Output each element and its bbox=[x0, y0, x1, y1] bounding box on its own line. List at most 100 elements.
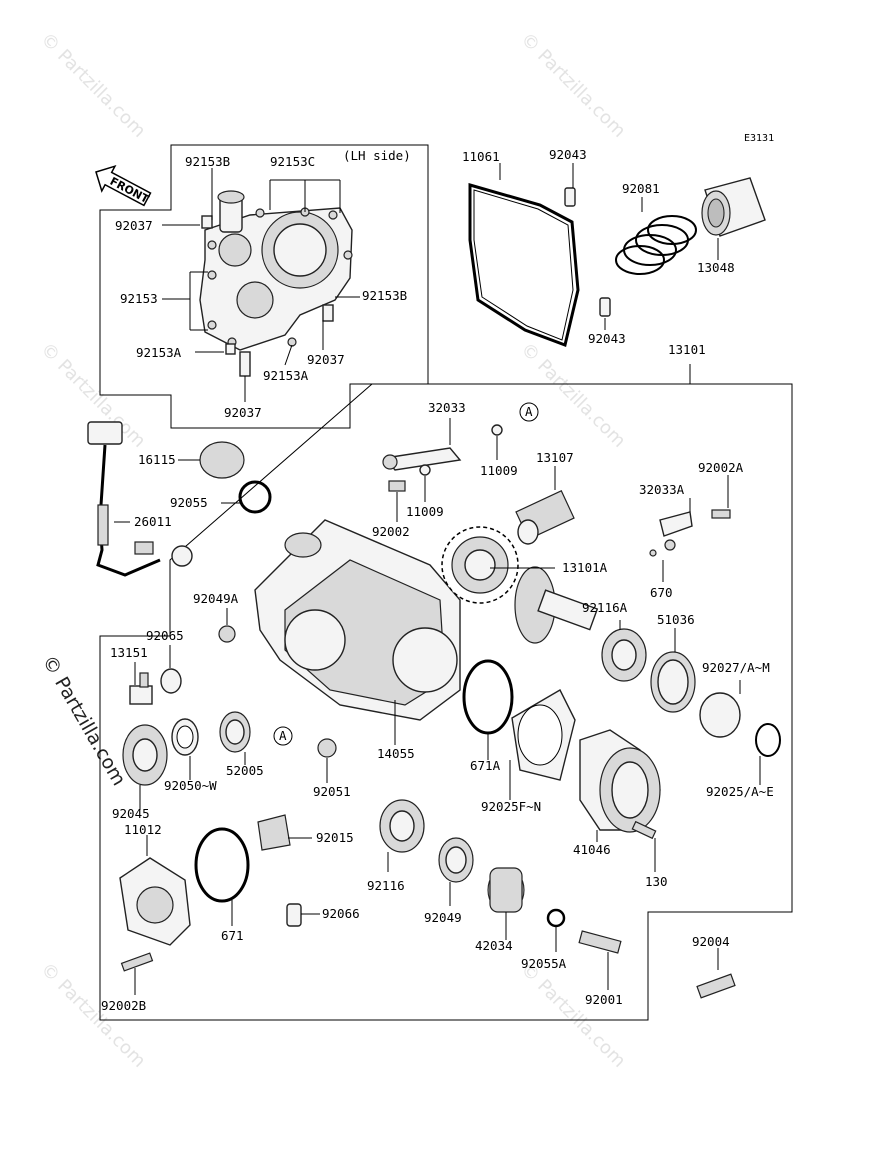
side-watermark: © Partzilla.com bbox=[38, 652, 130, 790]
watermark: © Partzilla.com bbox=[36, 29, 149, 142]
label-11009: 11009 bbox=[406, 504, 444, 519]
watermark: © Partzilla.com bbox=[516, 29, 629, 142]
bearing-92116 bbox=[379, 799, 425, 853]
label-92037: 92037 bbox=[115, 218, 153, 233]
label-92065: 92065 bbox=[146, 628, 184, 643]
shim-92027 bbox=[699, 692, 741, 738]
fitting-92004 bbox=[696, 973, 736, 999]
label-92050: 92050~W bbox=[164, 778, 217, 793]
label-92043: 92043 bbox=[549, 147, 587, 162]
label-11009: 11009 bbox=[480, 463, 518, 478]
cover-11012 bbox=[119, 857, 191, 946]
driven-gear bbox=[441, 526, 519, 604]
bearing-92116A bbox=[601, 628, 647, 682]
label-92002A: 92002A bbox=[698, 460, 744, 475]
part-labels: 92153B 92153C 92037 92153 92153B 92153A … bbox=[101, 147, 774, 1013]
coupling-42034 bbox=[487, 867, 525, 913]
bolt-92002B bbox=[120, 952, 154, 972]
breather-92001 bbox=[578, 930, 622, 954]
label-13151: 13151 bbox=[110, 645, 148, 660]
sensor-13151 bbox=[129, 672, 153, 705]
callout-a-top: A bbox=[519, 402, 539, 422]
sensor-cap bbox=[199, 441, 245, 479]
bolt-92002 bbox=[388, 480, 406, 492]
label-92081: 92081 bbox=[622, 181, 660, 196]
label-92066: 92066 bbox=[322, 906, 360, 921]
lock-plate bbox=[649, 509, 731, 557]
washer-11009 bbox=[419, 464, 431, 476]
label-16115: 16115 bbox=[138, 452, 176, 467]
label-13107: 13107 bbox=[536, 450, 574, 465]
label-51036: 51036 bbox=[657, 612, 695, 627]
lh-leader-lines bbox=[162, 168, 360, 402]
watermark: © Partzilla.com bbox=[516, 959, 629, 1072]
gasket-92025F bbox=[511, 689, 576, 781]
label-92015: 92015 bbox=[316, 830, 354, 845]
cap-92049A bbox=[218, 625, 236, 643]
label-92002: 92002 bbox=[372, 524, 410, 539]
shift-rod bbox=[382, 447, 462, 471]
label-26011: 26011 bbox=[134, 514, 172, 529]
label-92153: 92153 bbox=[120, 291, 158, 306]
seal-92049 bbox=[438, 837, 474, 883]
callout-a-label: A bbox=[279, 728, 287, 743]
oil-seal-52005 bbox=[219, 711, 251, 753]
callout-a-bottom: A bbox=[273, 726, 293, 746]
label-92045: 92045 bbox=[112, 806, 150, 821]
label-92027: 92027/A~M bbox=[702, 660, 770, 675]
speed-sensor-wiring bbox=[87, 421, 193, 577]
shim-92025 bbox=[755, 723, 781, 757]
diagram-code: E3131 bbox=[744, 133, 774, 144]
label-92153C: 92153C bbox=[270, 154, 315, 169]
label-92055: 92055 bbox=[170, 495, 208, 510]
washer-92065 bbox=[160, 668, 182, 694]
lh-side-cover bbox=[199, 190, 353, 377]
label-42034: 42034 bbox=[475, 938, 513, 953]
watermark: © Partzilla.com bbox=[516, 339, 629, 452]
o-ring-671A bbox=[462, 659, 514, 735]
label-92116A: 92116A bbox=[582, 600, 628, 615]
label-13101A: 13101A bbox=[562, 560, 608, 575]
label-13101: 13101 bbox=[668, 342, 706, 357]
callout-a-label: A bbox=[525, 404, 533, 419]
bolt-130 bbox=[631, 820, 657, 840]
label-671A: 671A bbox=[470, 758, 501, 773]
label-11012: 11012 bbox=[124, 822, 162, 837]
label-670: 670 bbox=[650, 585, 673, 600]
dowel-pin bbox=[564, 187, 576, 207]
label-32033: 32033 bbox=[428, 400, 466, 415]
bearing-92045 bbox=[122, 724, 168, 786]
label-92116: 92116 bbox=[367, 878, 405, 893]
label-14055: 14055 bbox=[377, 746, 415, 761]
lh-side-inset-box bbox=[99, 144, 429, 429]
label-92025FN: 92025F~N bbox=[481, 799, 541, 814]
label-92153B: 92153B bbox=[362, 288, 407, 303]
label-92153A: 92153A bbox=[263, 368, 309, 383]
o-ring-92055 bbox=[238, 480, 272, 514]
dowel-pin bbox=[599, 297, 611, 317]
label-92002B: 92002B bbox=[101, 998, 146, 1013]
watermark: © Partzilla.com bbox=[36, 959, 149, 1072]
label-92153B: 92153B bbox=[185, 154, 230, 169]
label-92049A: 92049A bbox=[193, 591, 239, 606]
dowel-92066 bbox=[286, 903, 302, 927]
main-assembly-frame bbox=[99, 383, 793, 1021]
label-92055A: 92055A bbox=[521, 956, 567, 971]
label-671: 671 bbox=[221, 928, 244, 943]
cap-92051 bbox=[317, 738, 337, 758]
joint-coupling bbox=[701, 177, 766, 237]
label-130: 130 bbox=[645, 874, 668, 889]
label-92049: 92049 bbox=[424, 910, 462, 925]
label-52005: 52005 bbox=[226, 763, 264, 778]
shim-92050 bbox=[171, 718, 199, 756]
o-ring-92055A bbox=[546, 908, 566, 928]
spring bbox=[615, 215, 697, 275]
lh-side-label: (LH side) bbox=[343, 148, 411, 163]
bevel-gear-case bbox=[254, 519, 461, 721]
leader-lines bbox=[114, 163, 761, 995]
label-92051: 92051 bbox=[313, 784, 351, 799]
front-arrow: FRONT bbox=[95, 164, 152, 207]
label-11061: 11061 bbox=[462, 149, 500, 164]
label-13048: 13048 bbox=[697, 260, 735, 275]
